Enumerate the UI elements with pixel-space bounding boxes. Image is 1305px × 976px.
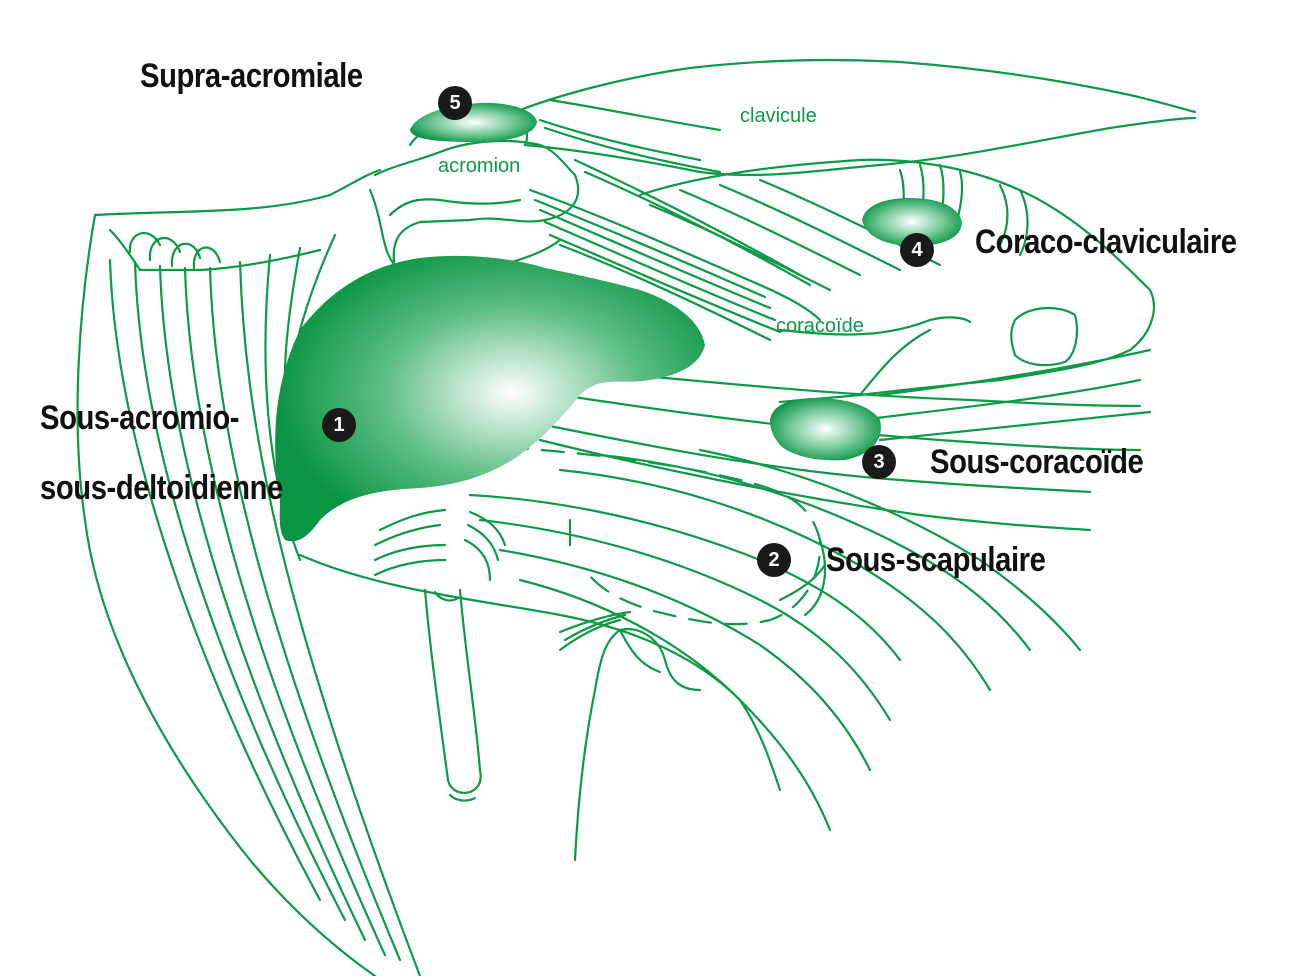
acromion-label: acromion <box>438 154 520 178</box>
bursa-5-shape <box>410 103 537 142</box>
bursa-1-shape <box>275 256 705 541</box>
clavicule-label: clavicule <box>740 104 817 128</box>
bursa-1-marker: 1 <box>322 408 356 442</box>
bursa-1-label-line2: sous-deltoidienne <box>40 468 283 508</box>
bursa-5-label: Supra-acromiale <box>140 56 363 96</box>
bursa-4-marker: 4 <box>900 233 934 267</box>
clavicule-outline <box>520 60 1195 112</box>
coracoide-label: coracoïde <box>776 314 864 338</box>
bursa-2-label: Sous-scapulaire <box>826 540 1045 580</box>
biceps-tendon <box>425 590 481 793</box>
bursa-4-label: Coraco-claviculaire <box>975 222 1237 262</box>
bursa-3-marker: 3 <box>862 445 896 479</box>
bursa-2-marker: 2 <box>757 543 791 577</box>
bursa-3-label: Sous-coracoïde <box>930 442 1143 482</box>
bursa-5-marker: 5 <box>438 86 472 120</box>
bursa-1-label-line1: Sous-acromio- <box>40 398 239 438</box>
